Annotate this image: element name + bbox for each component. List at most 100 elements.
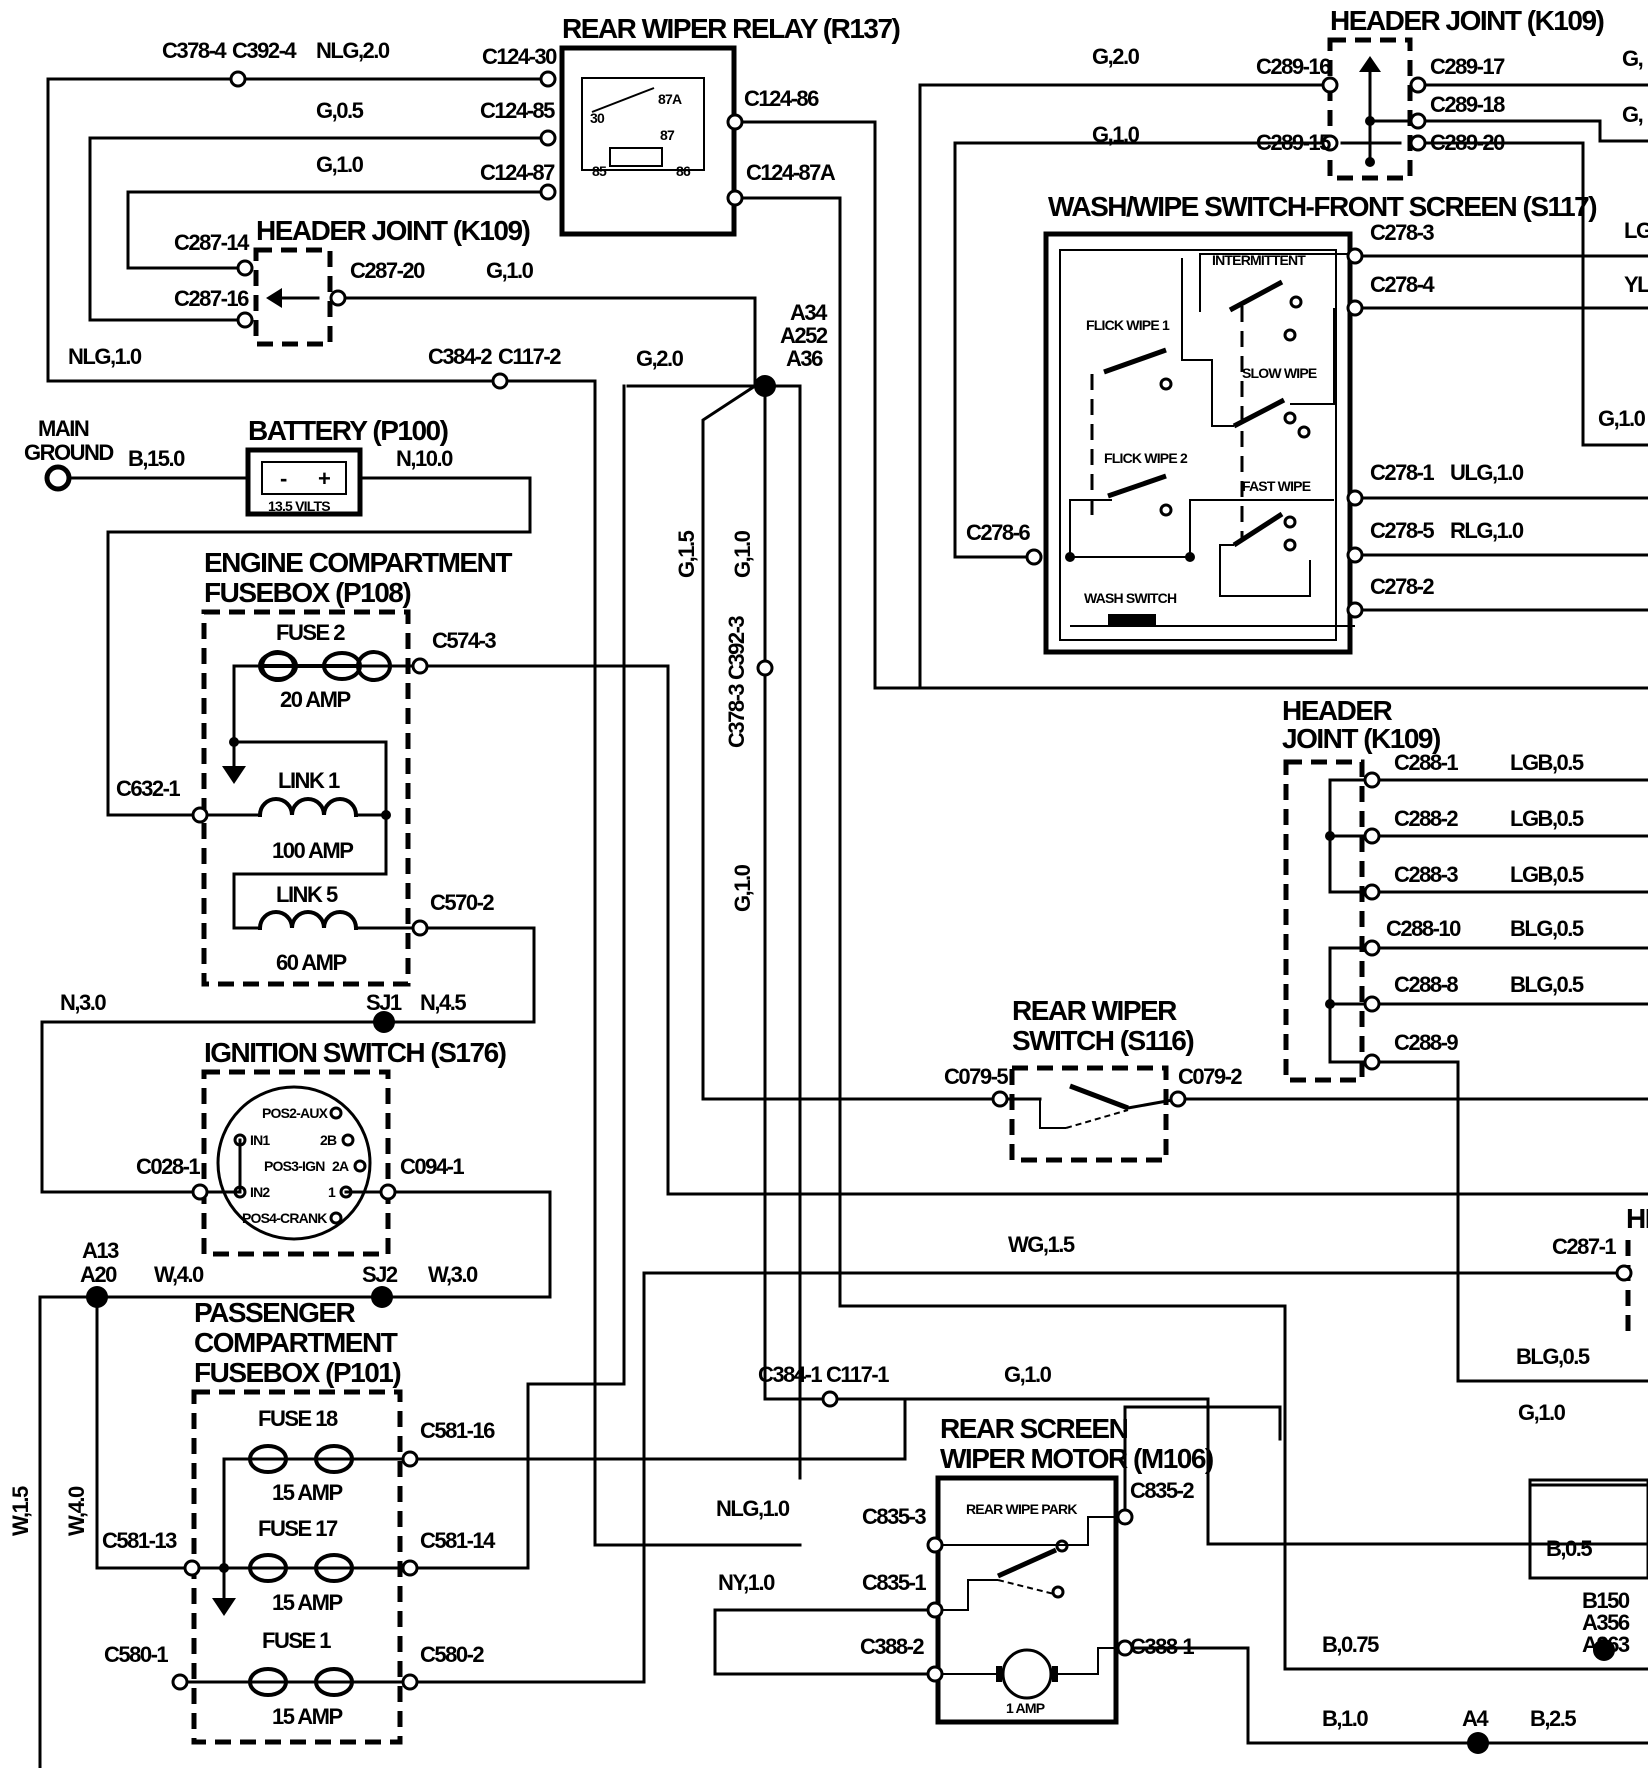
lbl-n-10-0: N,10.0 xyxy=(396,446,453,471)
wire-c094-1 xyxy=(380,1190,552,1299)
relay-pin-87: 87 xyxy=(660,127,675,143)
lbl-a20: A20 xyxy=(80,1262,117,1287)
ign-2a: 2A xyxy=(332,1158,349,1174)
lbl-nlg-1-0-a: NLG,1.0 xyxy=(68,344,142,369)
wire-c124-87a xyxy=(733,196,1648,1671)
ign-1: 1 xyxy=(328,1184,336,1200)
lbl-c388-1: C388-1 xyxy=(1130,1634,1194,1659)
passenger-fusebox: PASSENGER COMPARTMENT FUSEBOX (P101) FUS… xyxy=(171,1297,419,1745)
lbl-sj2: SJ2 xyxy=(362,1262,398,1287)
lbl-c288-9: C288-9 xyxy=(1394,1030,1458,1055)
lbl-c392-4: C392-4 xyxy=(232,38,297,63)
lbl-c028-1: C028-1 xyxy=(136,1154,200,1179)
fuse18-label: FUSE 18 xyxy=(258,1406,338,1431)
wire-g-1-0-relay87 xyxy=(126,190,550,270)
lbl-c094-1: C094-1 xyxy=(400,1154,464,1179)
lbl-c580-2: C580-2 xyxy=(420,1642,484,1667)
lbl-c079-2: C079-2 xyxy=(1178,1064,1242,1089)
wire-g-1-0-wash xyxy=(953,141,1332,559)
lbl-lg-partial: LG xyxy=(1624,218,1648,243)
motor-park: REAR WIPE PARK xyxy=(966,1501,1077,1517)
lbl-c378-3: C378-3 xyxy=(724,684,749,748)
lbl-c384-1: C384-1 xyxy=(758,1362,822,1387)
pos-intermittent: INTERMITTENT xyxy=(1212,252,1306,268)
lbl-c287-16: C287-16 xyxy=(174,286,249,311)
fuse18-rating: 15 AMP xyxy=(272,1480,342,1505)
lbl-c289-17: C289-17 xyxy=(1430,54,1505,79)
lbl-c581-14: C581-14 xyxy=(420,1528,496,1553)
lbl-c278-5: C278-5 xyxy=(1370,518,1434,543)
lbl-n-3-0: N,3.0 xyxy=(60,990,106,1015)
ignition-switch: IGNITION SWITCH (S176) POS2-AUX IN1 2B P… xyxy=(191,1037,507,1257)
ground-box xyxy=(1528,1478,1648,1580)
lbl-blg-0-5-c: BLG,0.5 xyxy=(1516,1344,1590,1369)
fuse1-label: FUSE 1 xyxy=(262,1628,331,1653)
rear-wiper-motor: REAR SCREEN WIPER MOTOR (M106) REAR WIPE… xyxy=(926,1413,1214,1725)
header-joint-top: HEADER JOINT (K109) xyxy=(1321,5,1605,181)
lbl-c288-8: C288-8 xyxy=(1394,972,1458,997)
relay-pin-30: 30 xyxy=(590,110,605,126)
lbl-g-partial-1: G, xyxy=(1622,46,1643,71)
lbl-b-0-5: B,0.5 xyxy=(1546,1536,1592,1561)
lbl-a36: A36 xyxy=(786,346,823,371)
lbl-n-4-5: N,4.5 xyxy=(420,990,466,1015)
lbl-c574-3: C574-3 xyxy=(432,628,496,653)
lbl-c079-5: C079-5 xyxy=(944,1064,1008,1089)
pos-fast-wipe: FAST WIPE xyxy=(1242,478,1311,494)
header-joint-right-title1: HEADER xyxy=(1282,695,1393,726)
lbl-blg-0-5-a: BLG,0.5 xyxy=(1510,916,1584,941)
lbl-c581-13: C581-13 xyxy=(102,1528,177,1553)
lbl-g-1-0-h: G,1.0 xyxy=(1518,1400,1566,1425)
lbl-lgb-0-5-b: LGB,0.5 xyxy=(1510,806,1584,831)
motor-rating: 1 AMP xyxy=(1006,1700,1045,1716)
lbl-c392-3: C392-3 xyxy=(724,616,749,680)
wire-w-4-0 xyxy=(95,1295,194,1570)
lbl-c117-1: C117-1 xyxy=(826,1362,889,1387)
wash-wipe-title: WASH/WIPE SWITCH-FRONT SCREEN (S117) xyxy=(1048,191,1596,222)
lbl-c124-30: C124-30 xyxy=(482,44,557,69)
rear-wiper-switch-title1: REAR WIPER xyxy=(1012,995,1177,1026)
lbl-c289-16: C289-16 xyxy=(1256,54,1331,79)
motor-title2: WIPER MOTOR (M106) xyxy=(940,1443,1213,1474)
wires xyxy=(38,77,1648,1768)
battery: BATTERY (P100) - + 13.5 VILTS MAIN GROUN… xyxy=(24,415,449,517)
lbl-c278-1: C278-1 xyxy=(1370,460,1434,485)
lbl-g-1-0-d: G,1.0 xyxy=(1598,406,1646,431)
wire-c289-18 xyxy=(1416,119,1648,143)
lbl-g-0-5: G,0.5 xyxy=(316,98,364,123)
fuse1-rating: 15 AMP xyxy=(272,1704,342,1729)
pos-flick-wipe-1: FLICK WIPE 1 xyxy=(1086,317,1170,333)
fuse2-label: FUSE 2 xyxy=(276,620,345,645)
passenger-title1: PASSENGER xyxy=(194,1297,356,1328)
lbl-g-1-0-e: G,1.0 xyxy=(730,530,755,578)
lbl-rlg-1-0: RLG,1.0 xyxy=(1450,518,1524,543)
relay-title: REAR WIPER RELAY (R137) xyxy=(562,13,900,44)
lbl-a252: A252 xyxy=(780,323,828,348)
header-joint-left-title: HEADER JOINT (K109) xyxy=(256,215,530,246)
lbl-w-3-0: W,3.0 xyxy=(428,1262,478,1287)
pos-flick-wipe-2: FLICK WIPE 2 xyxy=(1104,450,1188,466)
lbl-c278-3: C278-3 xyxy=(1370,220,1434,245)
lbl-c581-16: C581-16 xyxy=(420,1418,495,1443)
wire-n-3-0 xyxy=(40,1020,387,1194)
battery-title: BATTERY (P100) xyxy=(248,415,448,446)
main-ground-line1: MAIN xyxy=(38,416,89,441)
lbl-a13: A13 xyxy=(82,1238,119,1263)
link1-rating: 100 AMP xyxy=(272,838,353,863)
lbl-ulg-1-0: ULG,1.0 xyxy=(1450,460,1524,485)
lbl-c287-1: C287-1 xyxy=(1552,1234,1616,1259)
lbl-c278-4: C278-4 xyxy=(1370,272,1435,297)
passenger-title3: FUSEBOX (P101) xyxy=(194,1357,400,1388)
lbl-c288-2: C288-2 xyxy=(1394,806,1458,831)
lbl-g-1-0-a: G,1.0 xyxy=(316,152,364,177)
link5-rating: 60 AMP xyxy=(276,950,346,975)
lbl-a34: A34 xyxy=(790,300,828,325)
wire-c581-16 xyxy=(408,1398,907,1461)
wire-g-1-0-vertical xyxy=(763,384,832,1401)
fuse17-label: FUSE 17 xyxy=(258,1516,338,1541)
lbl-ny-1-0: NY,1.0 xyxy=(718,1570,775,1595)
lbl-c117-2: C117-2 xyxy=(498,344,561,369)
lbl-c278-2: C278-2 xyxy=(1370,574,1434,599)
header-joint-partial-title: HE xyxy=(1626,1203,1648,1234)
